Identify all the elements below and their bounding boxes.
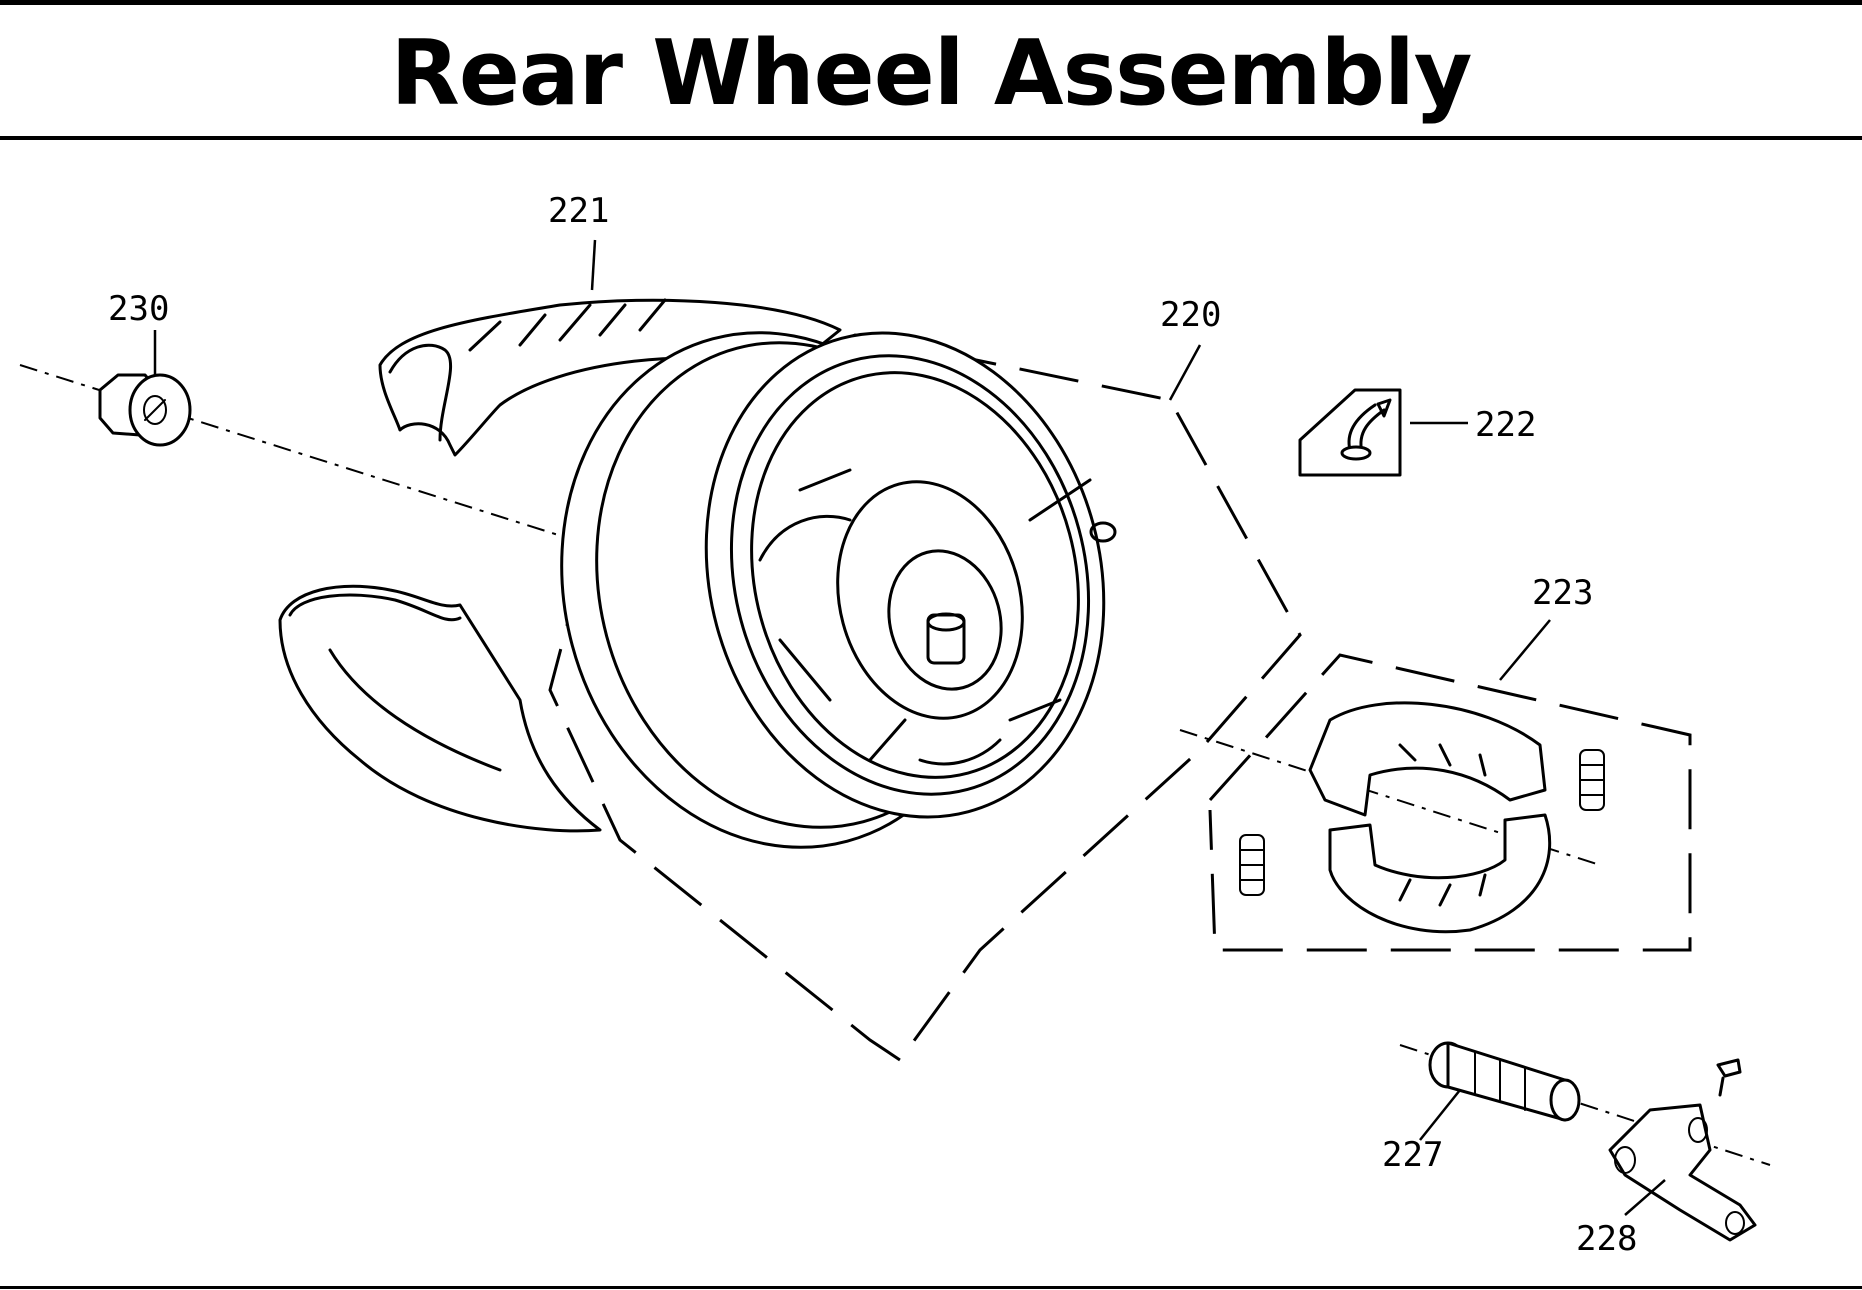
rim-icon [560, 331, 1117, 849]
axle-nut-icon [98, 373, 192, 447]
valve-stem-icon [1298, 388, 1402, 477]
bottom-border [0, 1286, 1862, 1289]
callout-labels: 221 230 220 222 223 227 228 [108, 191, 1637, 1259]
callout-227: 227 [1382, 1135, 1443, 1175]
spring-icon [1239, 834, 1265, 896]
callout-228: 228 [1576, 1219, 1637, 1259]
brake-shoe-icon [1208, 653, 1692, 952]
brake-cam-icon [1428, 1041, 1581, 1122]
callout-220: 220 [1160, 295, 1221, 335]
top-border [0, 0, 1862, 5]
callout-230: 230 [108, 289, 169, 329]
title-divider [0, 136, 1862, 140]
callout-223: 223 [1532, 573, 1593, 613]
brake-arm-icon [1608, 1058, 1757, 1242]
callout-222: 222 [1475, 405, 1536, 445]
callout-leaders [153, 239, 1666, 1216]
callout-221: 221 [548, 191, 609, 231]
page-title: Rear Wheel Assembly [390, 21, 1473, 126]
spring-icon [1579, 749, 1605, 811]
screw-icon [1716, 1058, 1742, 1097]
rim-group-outline [548, 333, 1302, 1063]
